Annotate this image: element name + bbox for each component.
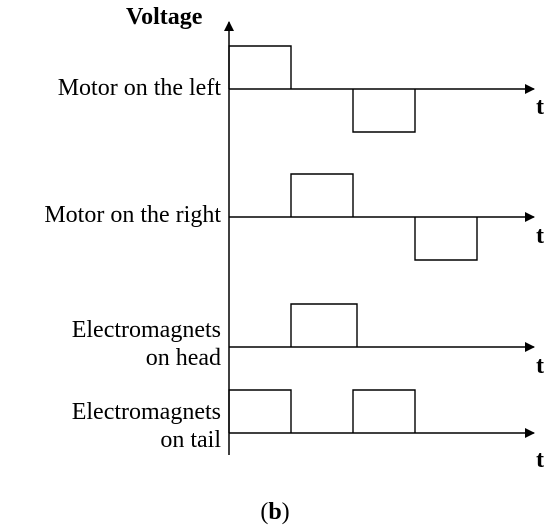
positive-pulse: [290, 173, 354, 217]
time-label: t: [536, 223, 544, 249]
time-label: t: [536, 447, 544, 473]
voltage-axis-label: Voltage: [126, 4, 203, 30]
signal-track: Motor on the left t: [58, 45, 544, 133]
time-label: t: [536, 94, 544, 120]
signal-label: Motor on the right: [44, 202, 221, 228]
signal-label-line: on head: [146, 345, 221, 371]
signal-label-line: Electromagnets: [72, 399, 221, 425]
positive-pulse: [228, 389, 292, 433]
caption-letter: b: [268, 499, 281, 525]
positive-pulse: [290, 303, 358, 347]
negative-pulse: [414, 217, 478, 261]
caption-open-paren: (: [260, 499, 268, 525]
signal-label-line: Motor on the right: [44, 202, 221, 228]
signal-label-line: on tail: [160, 427, 221, 453]
negative-pulse: [352, 89, 416, 133]
positive-pulse: [228, 45, 292, 89]
signal-label-line: Motor on the left: [58, 75, 222, 101]
signal-track: Motor on the right t: [44, 173, 544, 261]
signal-label: Motor on the left: [58, 75, 222, 101]
caption-close-paren: ): [282, 499, 290, 525]
signal-label-line: Electromagnets: [72, 317, 221, 343]
positive-pulse: [352, 389, 416, 433]
figure-caption: (b): [260, 499, 289, 525]
time-label: t: [536, 353, 544, 379]
